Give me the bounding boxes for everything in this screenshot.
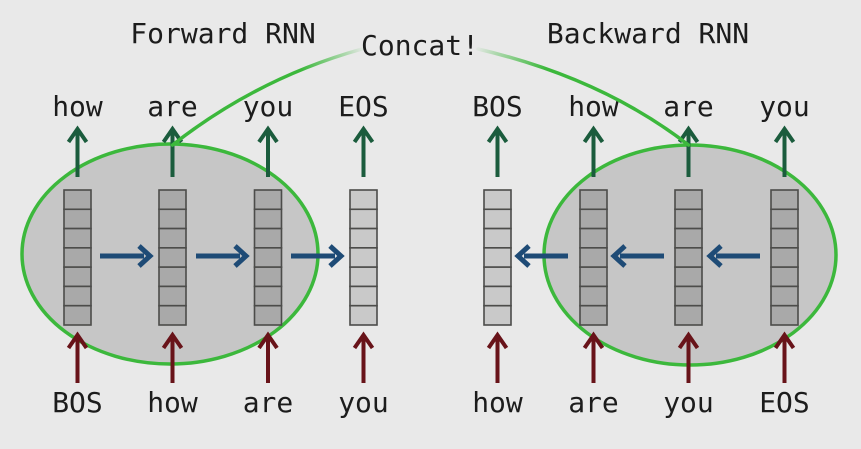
hidden-state-vector xyxy=(579,189,608,326)
forward-rnn-title: Forward RNN xyxy=(130,17,315,50)
hidden-state-vector xyxy=(349,189,378,326)
input-token-label: BOS xyxy=(52,386,103,419)
input-arrow-icon xyxy=(352,333,375,385)
input-token-label: are xyxy=(568,386,619,419)
hidden-state-vector xyxy=(63,189,92,326)
concat-label: Concat! xyxy=(361,29,479,62)
input-token-label: are xyxy=(243,386,294,419)
input-arrow-icon xyxy=(66,333,89,385)
output-arrow-icon xyxy=(486,127,509,179)
output-token-label: BOS xyxy=(472,90,523,123)
output-arrow-icon xyxy=(352,127,375,179)
hidden-state-vector xyxy=(483,189,512,326)
input-token-label: how xyxy=(147,386,198,419)
forward-rnn-group: how are you EOS BOS how are you xyxy=(20,90,389,419)
hidden-state-vector xyxy=(253,189,283,326)
input-arrow-icon xyxy=(582,333,605,385)
output-token-label: are xyxy=(663,90,714,123)
hidden-state-vector xyxy=(770,189,799,326)
hidden-state-vector xyxy=(158,189,187,326)
output-token-label: are xyxy=(147,90,198,123)
input-token-label: EOS xyxy=(759,386,810,419)
hidden-state-vector xyxy=(674,189,703,326)
output-token-label: you xyxy=(759,90,810,123)
input-token-label: you xyxy=(663,386,714,419)
input-token-label: you xyxy=(338,386,389,419)
input-token-label: how xyxy=(472,386,523,419)
output-token-label: how xyxy=(52,90,103,123)
input-arrow-icon xyxy=(773,333,796,385)
backward-rnn-group: BOS how are you how are you EOS xyxy=(472,90,838,419)
input-arrow-icon xyxy=(486,333,509,385)
output-token-label: you xyxy=(243,90,294,123)
output-token-label: EOS xyxy=(338,90,389,123)
backward-rnn-title: Backward RNN xyxy=(547,17,749,50)
concat-connector-curve-right xyxy=(476,47,691,147)
input-arrow-icon xyxy=(257,333,279,385)
concat-connector-curve-left xyxy=(170,47,364,147)
